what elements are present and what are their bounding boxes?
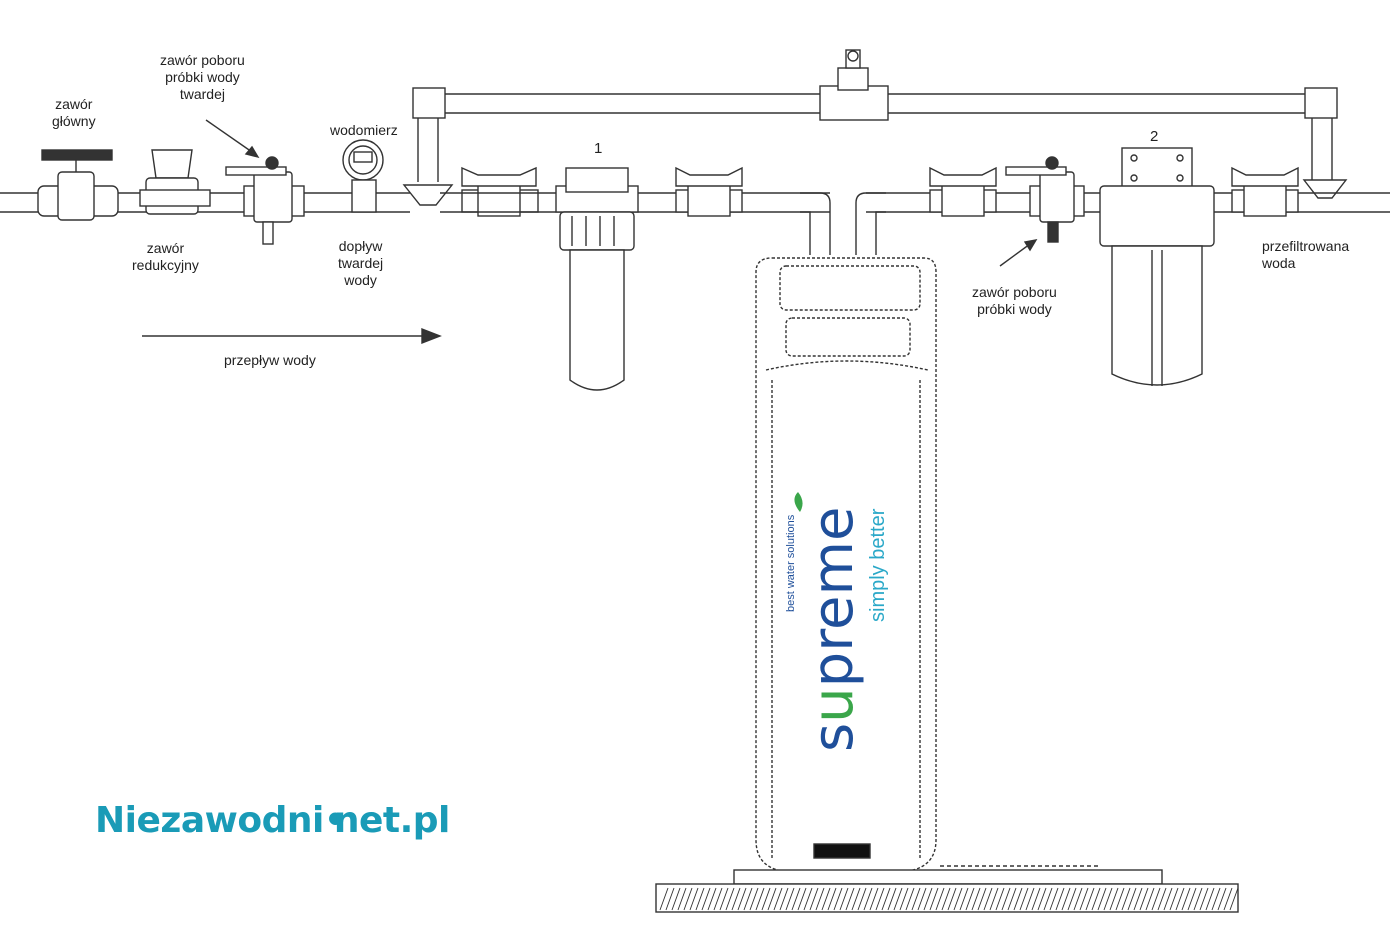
label-filter-2: 2 (1150, 128, 1159, 145)
base-plate (733, 869, 1163, 885)
brand-name: supreme (801, 507, 866, 752)
valve-before-filter1 (461, 166, 539, 217)
tee-right (1302, 179, 1348, 199)
leader-arrow-hard-sample (205, 119, 260, 159)
soft-sample-valve (1005, 156, 1085, 243)
water-meter (342, 139, 384, 213)
softener-branding: supreme best water solutions simply bett… (785, 492, 889, 752)
flow-arrow (142, 327, 442, 345)
bypass-pipe (412, 49, 1338, 182)
watermark-logo: Niezawodni•net.pl (95, 800, 450, 841)
label-filter-1: 1 (594, 140, 603, 157)
filter-2 (1099, 147, 1215, 386)
label-water-meter: wodomierz (330, 122, 398, 138)
floor (655, 883, 1239, 913)
valve-before-filter2 (929, 166, 997, 217)
reducing-valve (139, 149, 211, 215)
brand-tagline: best water solutions (785, 514, 797, 612)
valve-after-filter1 (675, 166, 743, 217)
brand-slogan: simply better (867, 508, 889, 622)
faucet-icon: • (323, 800, 347, 841)
tee-left (402, 184, 454, 206)
softener-vent (813, 843, 871, 859)
leader-arrow-soft-sample (999, 239, 1038, 267)
valve-after-filter2 (1231, 166, 1299, 217)
hard-sample-valve (225, 156, 305, 245)
leaf-icon (794, 492, 803, 512)
label-flow: przepływ wody (224, 352, 316, 368)
main-valve (37, 149, 119, 221)
filter-1 (555, 167, 639, 391)
